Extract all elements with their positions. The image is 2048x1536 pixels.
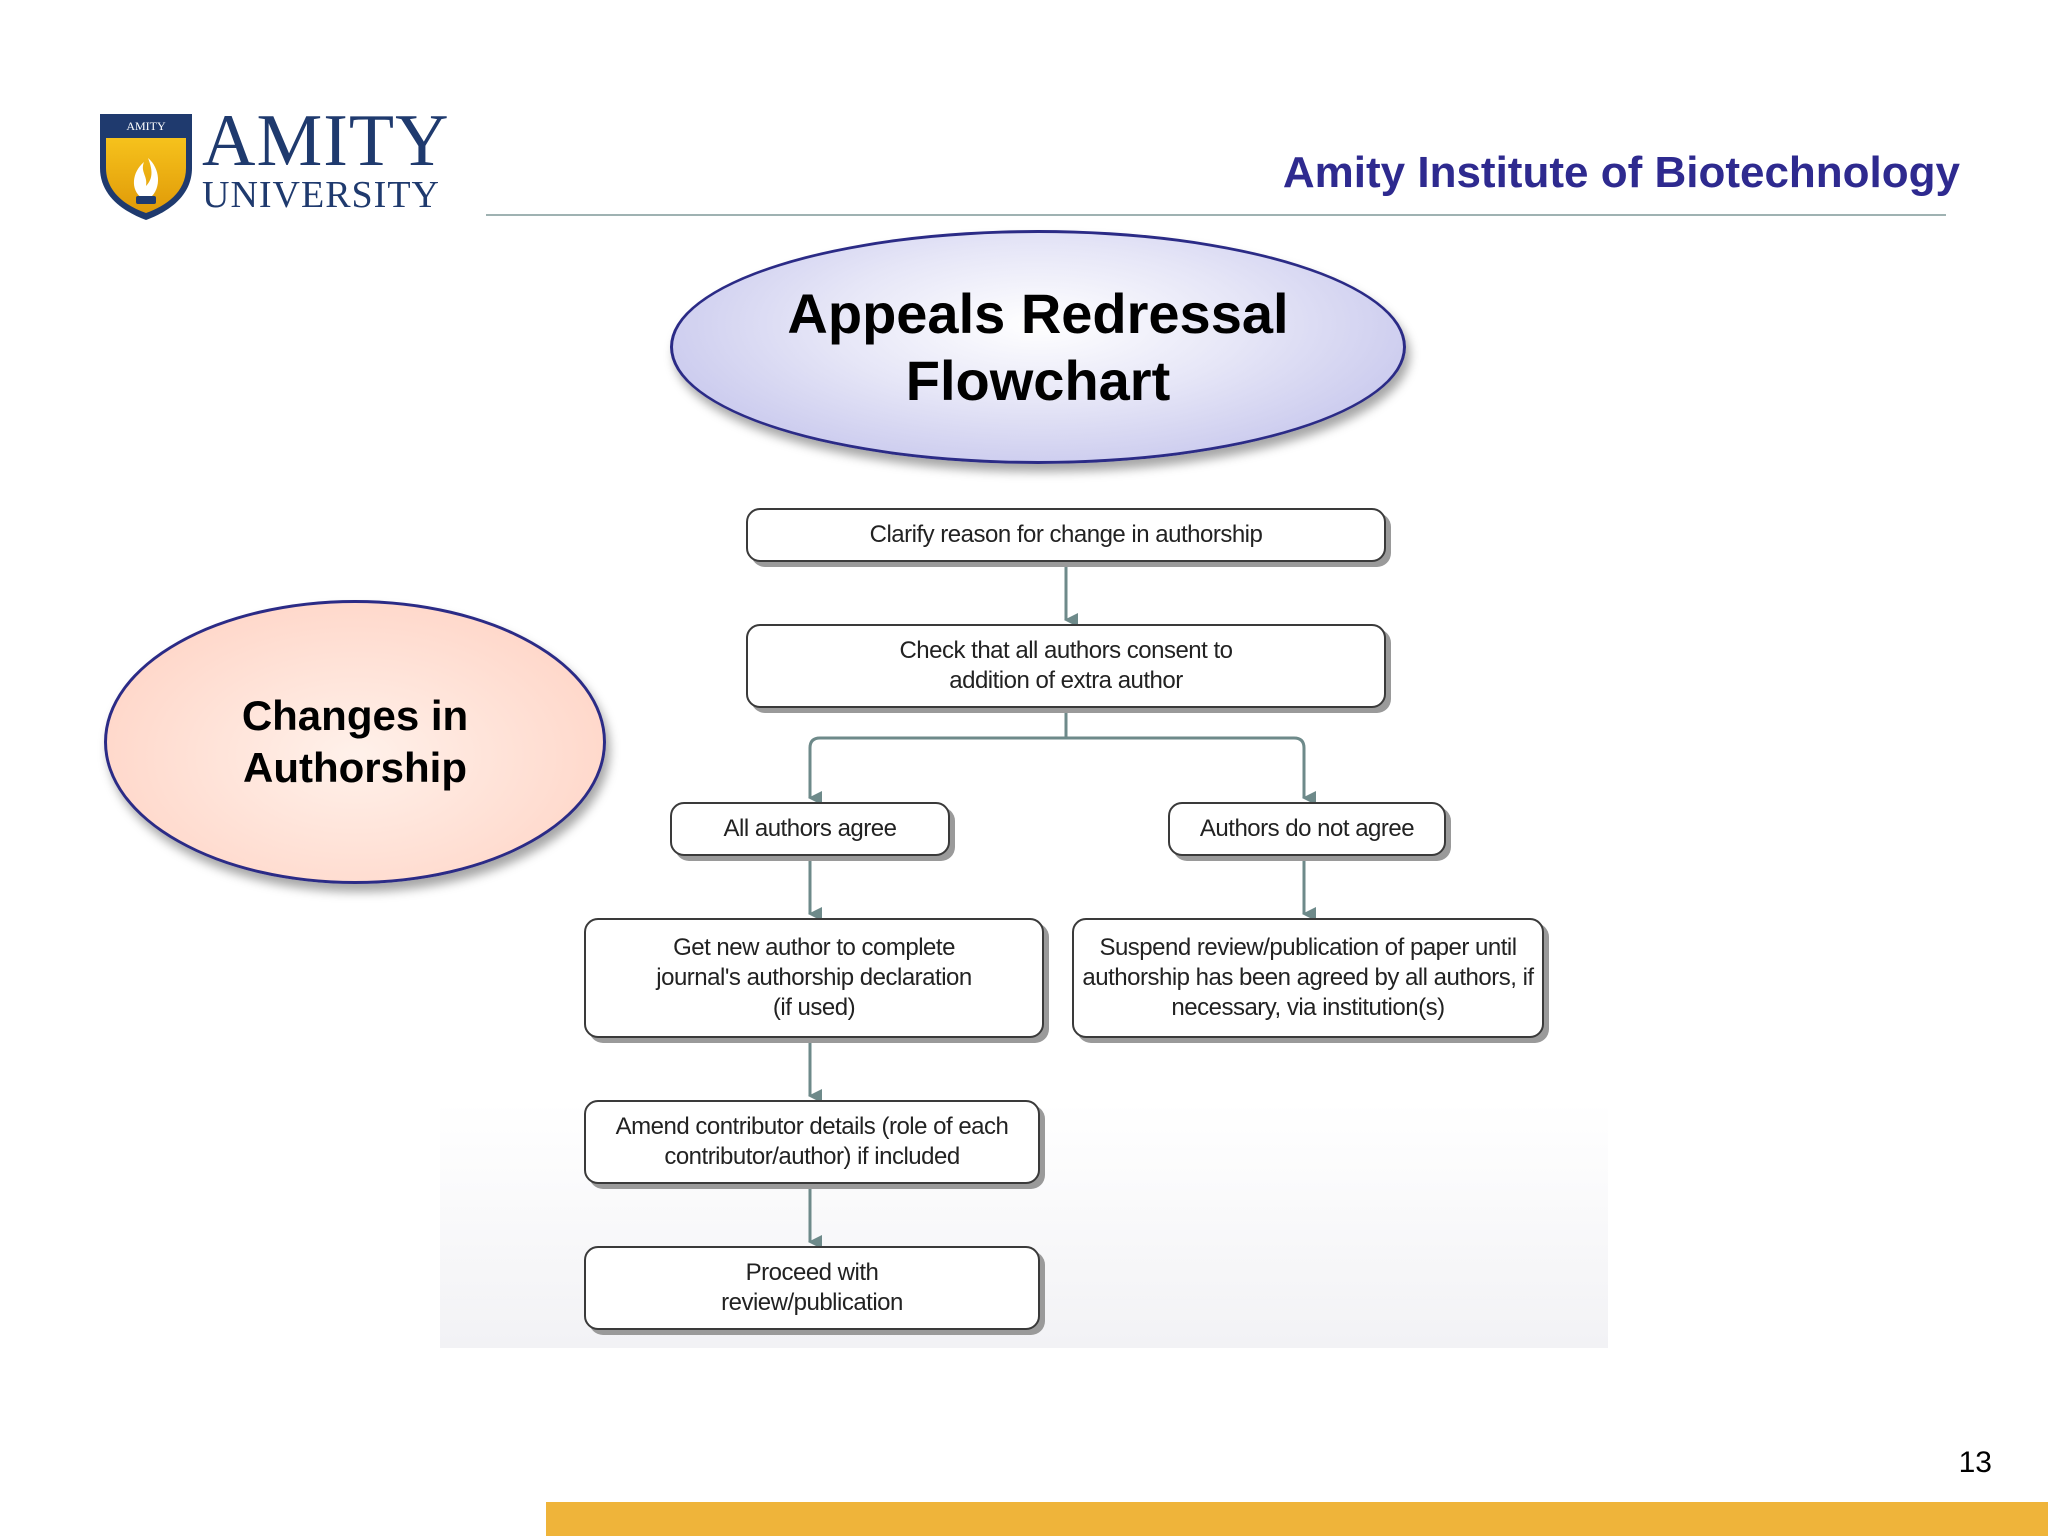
flowchart-node-suspend-review: Suspend review/publication of paper unti… bbox=[1072, 918, 1544, 1038]
flowchart-node-amend-contributors: Amend contributor details (role of each … bbox=[584, 1100, 1040, 1184]
flowchart-node-not-agree: Authors do not agree bbox=[1168, 802, 1446, 856]
flowchart-node-proceed: Proceed with review/publication bbox=[584, 1246, 1040, 1330]
flowchart-title: Appeals Redressal Flowchart bbox=[787, 281, 1289, 412]
flowchart-node-new-author-declaration: Get new author to complete journal's aut… bbox=[584, 918, 1044, 1038]
svg-text:AMITY: AMITY bbox=[126, 119, 166, 133]
amity-shield-icon: AMITY bbox=[100, 114, 192, 220]
flowchart-node-all-agree: All authors agree bbox=[670, 802, 950, 856]
logo-subtitle: UNIVERSITY bbox=[202, 174, 440, 216]
page-number: 13 bbox=[1958, 1446, 1992, 1479]
amity-logo: AMITY AMITY UNIVERSITY bbox=[96, 104, 449, 224]
topic-label: Changes in Authorship bbox=[241, 692, 469, 791]
logo-wordmark: AMITY bbox=[202, 100, 450, 182]
flowchart-node-check-consent: Check that all authors consent to additi… bbox=[746, 624, 1386, 708]
header-divider bbox=[486, 214, 1946, 216]
flowchart-node-clarify-reason: Clarify reason for change in authorship bbox=[746, 508, 1386, 562]
topic-ellipse: Changes in Authorship bbox=[104, 600, 606, 884]
footer-bar bbox=[546, 1502, 2048, 1536]
institute-name: Amity Institute of Biotechnology bbox=[1282, 148, 1960, 197]
title-ellipse: Appeals Redressal Flowchart bbox=[670, 230, 1406, 464]
connector-n2-n4 bbox=[1066, 736, 1316, 805]
connector-n2-n3 bbox=[808, 736, 1066, 805]
